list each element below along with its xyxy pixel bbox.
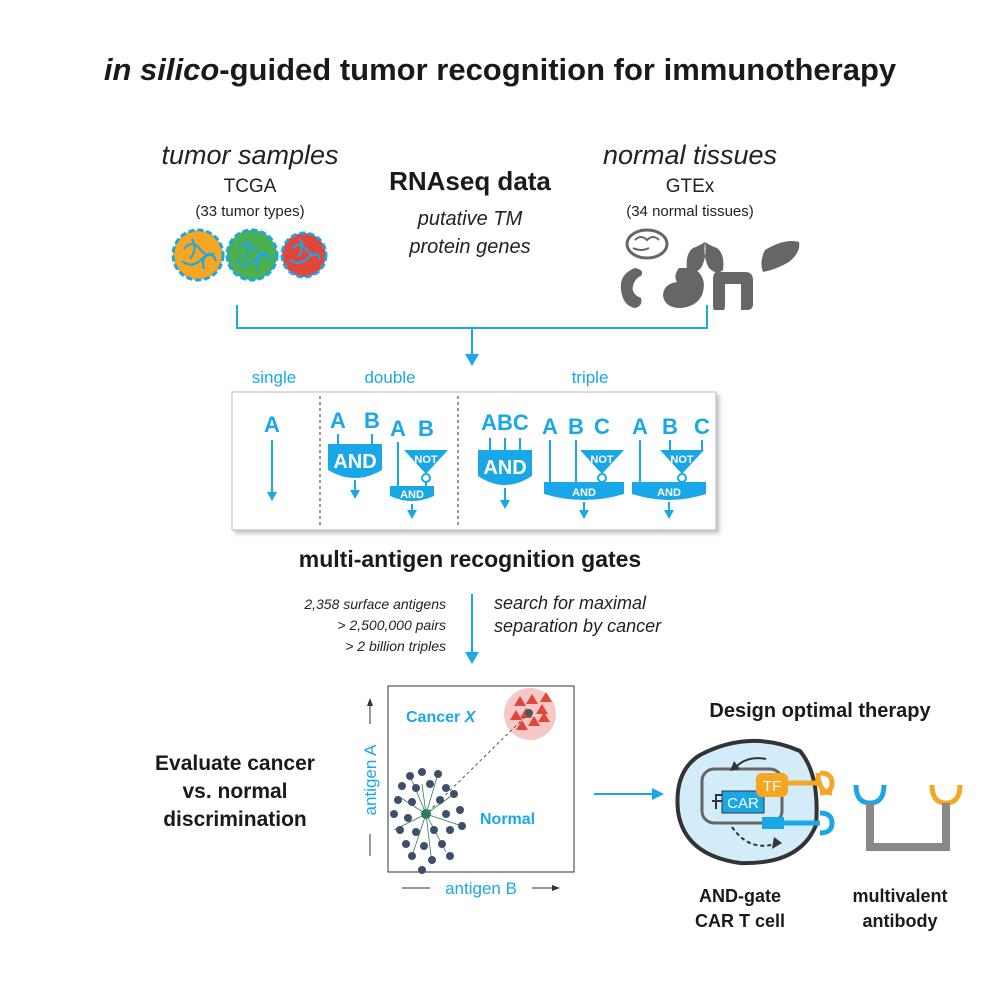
tumor-source: TCGA <box>223 176 277 197</box>
down-arrow-2 <box>465 594 479 664</box>
double-and-small-gate <box>390 486 434 501</box>
scatter-plot: Cancer X Normal antigen A antigen B <box>361 685 575 898</box>
tumor-cell-orange <box>171 228 225 282</box>
normal-points <box>390 768 466 874</box>
tumor-heading: tumor samples <box>161 140 339 170</box>
triple2-and-text: AND <box>657 487 681 499</box>
double-and-gate <box>328 444 382 478</box>
tumor-cells-icon <box>171 228 328 282</box>
normal-source: GTEx <box>665 176 715 197</box>
search-desc-line1: search for maximal <box>494 593 647 613</box>
design-heading: Design optimal therapy <box>709 700 931 722</box>
triple-and-text: AND <box>483 457 526 479</box>
double-and-text: AND <box>333 451 376 473</box>
triple-label: triple <box>571 368 609 387</box>
triple1-c-letter: C <box>594 414 610 439</box>
triple2-a-letter: A <box>632 414 648 439</box>
car-t-cell-icon: CAR TF <box>675 738 835 866</box>
y-axis-label: antigen A <box>361 744 380 816</box>
double-not-gate <box>404 450 448 474</box>
triple1-not-gate <box>580 450 624 474</box>
triple1-b-letter: B <box>568 414 584 439</box>
stat-pairs: > 2,500,000 pairs <box>337 617 446 633</box>
intestine-icon <box>713 272 753 310</box>
brain-icon <box>625 228 669 260</box>
double-and-a-letter: A <box>330 408 346 433</box>
search-desc: search for maximal separation by cancer <box>494 592 754 638</box>
title-rest: -guided tumor recognition for immunother… <box>219 52 897 87</box>
tumor-cell-green <box>225 228 279 282</box>
connector-lines <box>236 305 708 366</box>
triple2-not-gate <box>660 450 704 474</box>
evaluate-text: Evaluate cancer vs. normal discriminatio… <box>130 750 340 834</box>
therapy-icons: CAR TF <box>675 738 963 866</box>
tf-box <box>756 773 788 797</box>
ab-caption-line1: multivalent <box>852 886 948 906</box>
car-caption-line2: CAR T cell <box>694 911 786 931</box>
tf-text: TF <box>763 778 781 795</box>
triple1-and-gate <box>544 482 624 500</box>
right-arrow <box>594 788 664 800</box>
double-not-text: NOT <box>414 454 438 466</box>
triple2-c-letter: C <box>694 414 710 439</box>
stomach-icon <box>663 268 704 308</box>
page-title: in silico-guided tumor recognition for i… <box>0 52 1000 88</box>
down-arrow-1 <box>465 354 479 366</box>
triple2-b-letter: B <box>662 414 678 439</box>
search-desc-line2: separation by cancer <box>494 616 662 636</box>
car-text: CAR <box>727 795 759 812</box>
triple1-a-letter: A <box>542 414 558 439</box>
normal-centroid <box>421 809 431 819</box>
stat-antigens: 2,358 surface antigens <box>304 596 446 612</box>
evaluate-line2: vs. normal <box>182 780 288 803</box>
gates-box <box>231 391 717 531</box>
antibody-icon <box>853 784 963 851</box>
ab-caption: multivalent antibody <box>830 884 970 934</box>
stat-triples: > 2 billion triples <box>345 638 446 654</box>
title-italic: in silico <box>103 52 220 87</box>
double-label: double <box>364 368 416 387</box>
liver-icon <box>761 241 800 272</box>
gates-panel: A A B AND A B NOT AND ABC AND A <box>231 391 717 531</box>
lungs-icon <box>686 232 724 273</box>
triple2-and-gate <box>632 482 706 500</box>
gates-caption: multi-antigen recognition gates <box>298 546 642 572</box>
normal-heading: normal tissues <box>602 140 778 170</box>
double-andnot-a-letter: A <box>390 416 406 441</box>
triple-abc-letters: ABC <box>481 410 529 435</box>
cancer-label: Cancer X <box>406 709 477 726</box>
double-andnot-b-letter: B <box>418 416 434 441</box>
rnaseq-line1: putative TM <box>417 208 523 230</box>
double-and-small-text: AND <box>400 489 424 501</box>
normal-label: Normal <box>480 811 535 828</box>
search-stats: 2,358 surface antigens > 2,500,000 pairs… <box>200 594 446 657</box>
triple1-not-text: NOT <box>590 454 614 466</box>
single-a-letter: A <box>264 412 280 437</box>
rnaseq-line2: protein genes <box>409 236 531 258</box>
kidney-icon <box>620 268 643 308</box>
x-axis-label: antigen B <box>445 879 517 898</box>
tumor-count: (33 tumor types) <box>195 203 305 220</box>
normal-count: (34 normal tissues) <box>626 203 754 220</box>
evaluate-line1: Evaluate cancer <box>155 752 315 775</box>
triple2-not-text: NOT <box>670 454 694 466</box>
double-and-b-letter: B <box>364 408 380 433</box>
tumor-cell-red <box>280 231 328 279</box>
organs-icon <box>620 228 800 310</box>
single-label: single <box>251 368 297 387</box>
rnaseq-heading: RNAseq data <box>389 166 551 196</box>
evaluate-line3: discrimination <box>163 808 307 831</box>
car-caption-line1: AND-gate <box>698 886 781 906</box>
car-caption: AND-gate CAR T cell <box>660 884 820 934</box>
triple1-and-text: AND <box>572 487 596 499</box>
triple-and-gate <box>478 450 532 485</box>
organ-icons <box>620 228 800 310</box>
ab-caption-line2: antibody <box>862 911 938 931</box>
